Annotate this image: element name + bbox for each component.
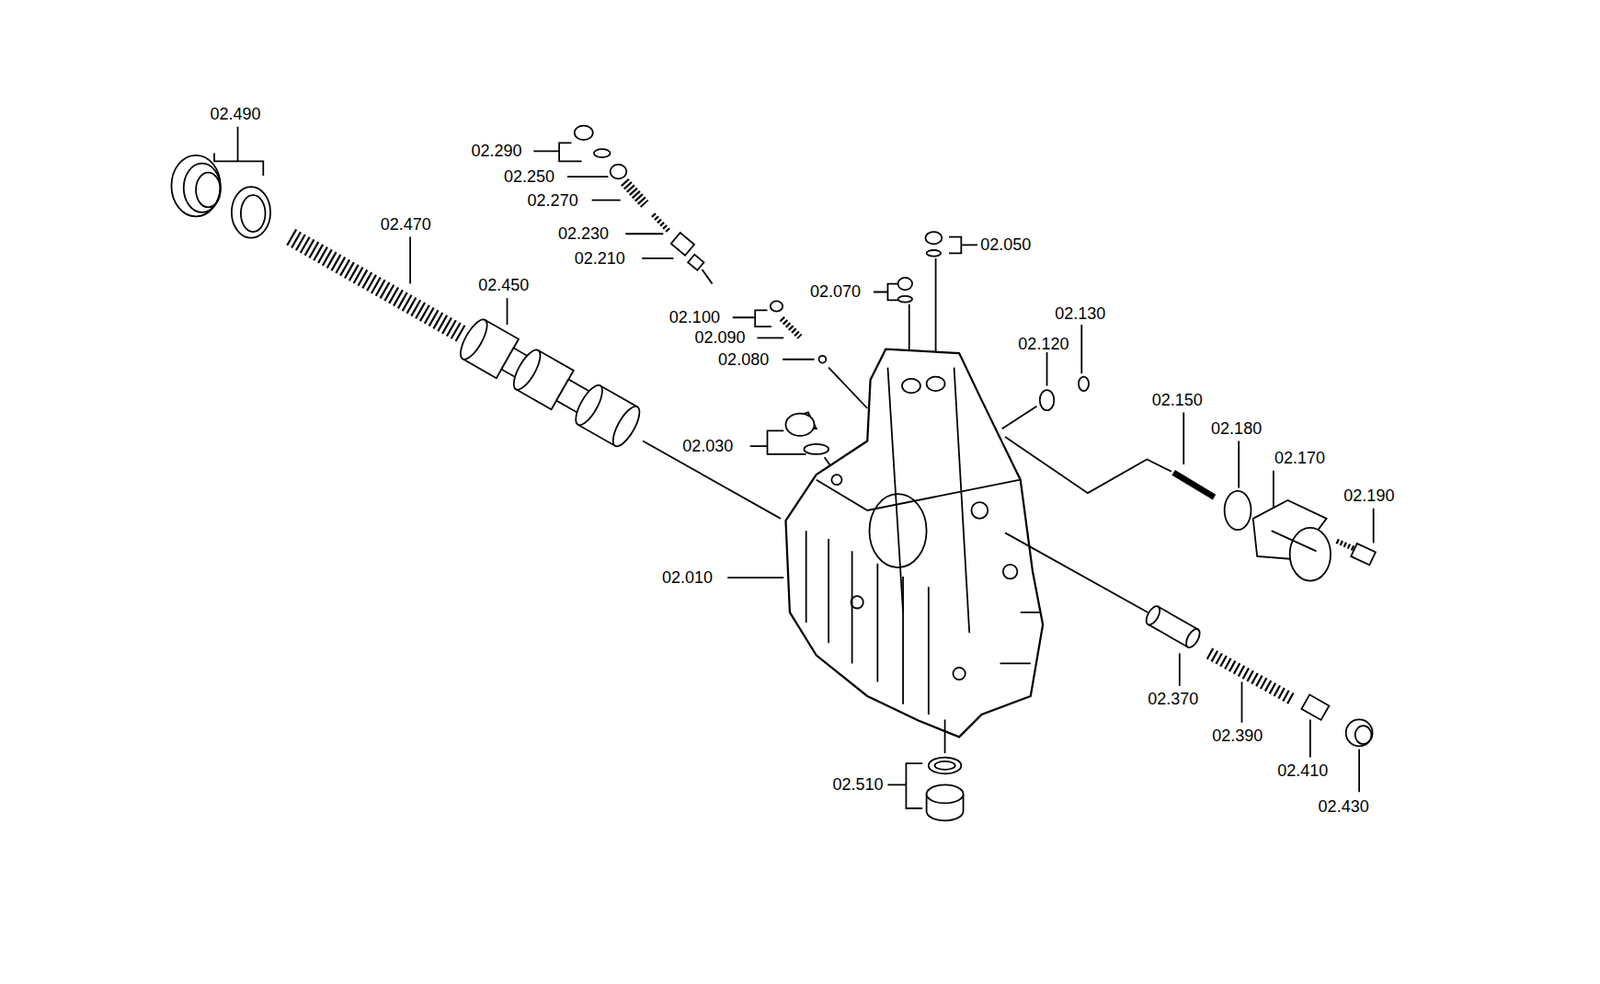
callout-number: 02.290 — [470, 142, 524, 160]
callout-number: 02.210 — [573, 250, 627, 267]
callout-number: 02.030 — [681, 437, 734, 455]
callout-number: 02.050 — [979, 236, 1032, 253]
callout-number: 02.250 — [502, 168, 556, 185]
callout-number: 02.510 — [831, 776, 884, 793]
valve-housing — [727, 349, 1043, 738]
callout-number: 02.010 — [661, 569, 714, 586]
callout-number: 02.130 — [1053, 305, 1107, 322]
callout-number: 02.180 — [1210, 420, 1263, 437]
callout-number: 02.390 — [1211, 727, 1264, 744]
callout-number: 02.080 — [717, 351, 770, 368]
leader-line — [409, 237, 412, 285]
callout-number: 02.120 — [1017, 335, 1070, 353]
callout-number: 02.100 — [668, 308, 721, 326]
callout-number: 02.150 — [1151, 391, 1204, 409]
plug-part — [887, 719, 963, 821]
callout-number: 02.370 — [1146, 690, 1200, 708]
spring-part — [290, 237, 461, 334]
callout-number: 02.170 — [1273, 449, 1326, 467]
solenoid-group — [1005, 411, 1376, 581]
callout-number: 02.190 — [1342, 487, 1395, 504]
callout-number: 02.430 — [1317, 798, 1371, 815]
leader-line — [506, 297, 509, 325]
callout-number: 02.090 — [694, 329, 747, 346]
piston-group — [1005, 532, 1372, 792]
callout-number: 02.270 — [526, 192, 580, 209]
callout-number: 02.410 — [1276, 762, 1329, 779]
callout-number: 02.470 — [379, 216, 433, 233]
callout-number: 02.230 — [557, 225, 610, 242]
callout-number: 02.490 — [208, 105, 262, 123]
spool-part — [455, 315, 644, 450]
callout-number: 02.450 — [477, 276, 530, 294]
callout-number: 02.070 — [809, 283, 862, 300]
plug-part — [171, 126, 271, 239]
